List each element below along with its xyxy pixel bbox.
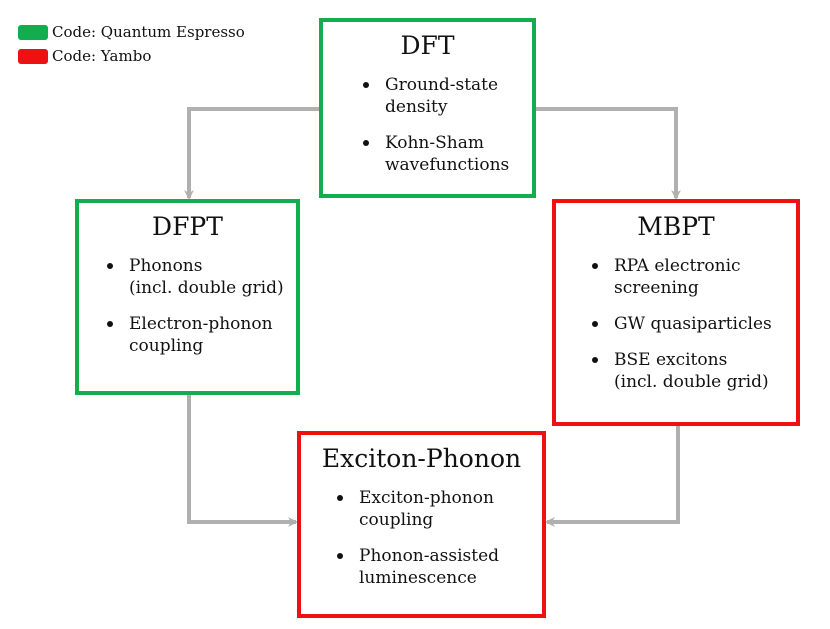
arrow-mbpt-to-exph	[545, 425, 680, 527]
bullet-line: RPA electronic	[614, 256, 741, 276]
bullet-item: BSE excitons(incl. double grid)	[592, 349, 796, 393]
arrow-dfpt-to-exph	[187, 395, 298, 527]
legend-swatch-red	[18, 48, 48, 64]
bullet-line: GW quasiparticles	[614, 314, 772, 334]
bullet-line: BSE excitons	[614, 350, 728, 370]
bullet-line: (incl. double grid)	[129, 278, 284, 298]
bullet-line: (incl. double grid)	[614, 372, 769, 392]
legend: Code: Quantum Espresso Code: Yambo	[18, 20, 245, 68]
box-title: DFPT	[152, 212, 223, 241]
bullet-line: density	[385, 97, 448, 117]
box-dfpt: DFPT Phonons(incl. double grid) Electron-…	[75, 199, 300, 395]
bullet-line: Ground-state	[385, 75, 499, 95]
bullet-line: luminescence	[359, 568, 477, 588]
arrow-dft-to-mbpt	[535, 107, 681, 200]
box-title: MBPT	[637, 212, 715, 241]
bullet-line: Kohn-Sham	[385, 133, 484, 153]
bullet-line: Electron-phonon	[129, 314, 273, 334]
box-title: Exciton-Phonon	[321, 444, 522, 473]
bullet-item: GW quasiparticles	[592, 313, 796, 335]
bullet-line: Phonon-assisted	[359, 546, 500, 566]
legend-item-quantum-espresso: Code: Quantum Espresso	[18, 20, 245, 44]
bullet-line: screening	[614, 278, 699, 298]
legend-label: Code: Yambo	[52, 47, 152, 65]
bullet-line: coupling	[129, 336, 204, 356]
legend-swatch-green	[18, 24, 48, 40]
bullet-line: coupling	[359, 510, 434, 530]
bullet-list: Phonons(incl. double grid) Electron-phono…	[107, 255, 296, 357]
bullet-item: Phonons(incl. double grid)	[107, 255, 296, 299]
legend-item-yambo: Code: Yambo	[18, 44, 245, 68]
arrow-dft-to-dfpt	[184, 107, 320, 200]
bullet-line: wavefunctions	[385, 155, 510, 175]
legend-label: Code: Quantum Espresso	[52, 23, 245, 41]
bullet-line: Exciton-phonon	[359, 488, 494, 508]
bullet-line: Phonons	[129, 256, 203, 276]
box-title: DFT	[400, 31, 455, 60]
